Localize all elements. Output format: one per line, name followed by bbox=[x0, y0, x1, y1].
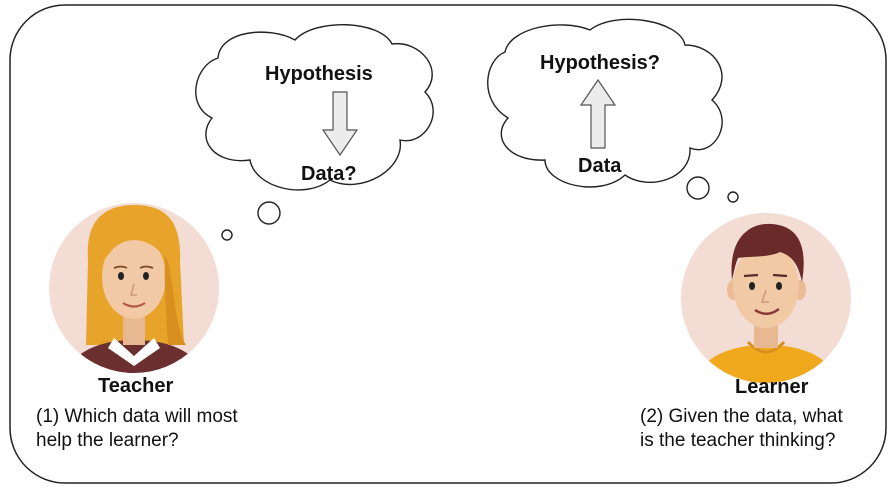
learner-up-arrow bbox=[579, 78, 617, 149]
teacher-thought-bottom: Data? bbox=[301, 163, 357, 185]
teacher-name: Teacher bbox=[98, 375, 174, 397]
learner-avatar bbox=[681, 213, 851, 383]
learner-thought-bubble-large bbox=[686, 176, 710, 200]
teacher-question: (1) Which data will most help the learne… bbox=[36, 406, 238, 451]
outer-frame bbox=[9, 4, 887, 484]
learner-thought-bottom: Data bbox=[578, 155, 622, 177]
teacher-thought-bubble-small bbox=[221, 229, 233, 241]
learner-question: (2) Given the data, what is the teacher … bbox=[640, 406, 843, 451]
learner-name: Learner bbox=[735, 376, 809, 398]
teacher-thought-cloud bbox=[195, 24, 434, 191]
teacher-thought-bubble-large bbox=[257, 201, 281, 225]
learner-thought-bubble-small bbox=[727, 191, 739, 203]
learner-thought-top: Hypothesis? bbox=[540, 52, 661, 74]
teacher-down-arrow bbox=[321, 91, 359, 157]
teacher-avatar bbox=[49, 203, 219, 373]
teacher-thought-top: Hypothesis bbox=[265, 63, 373, 85]
